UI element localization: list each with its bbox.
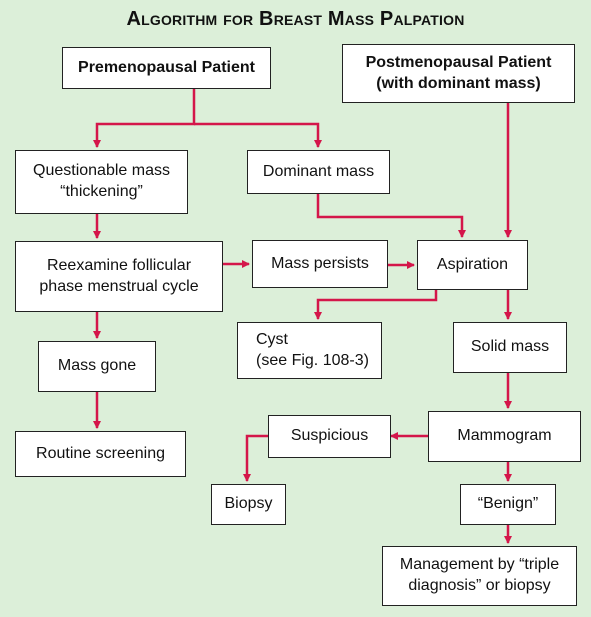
mass-persists-box: Mass persists xyxy=(252,240,388,288)
arrow-premenopausal-to-questionable xyxy=(93,89,196,148)
mass-gone-label: Mass gone xyxy=(57,357,137,375)
questionable-mass-box: Questionable mass “thickening” xyxy=(15,150,188,214)
routine-screening-box: Routine screening xyxy=(15,431,186,477)
arrow-suspicious-to-biopsy xyxy=(243,434,268,482)
management-label: Management by “triple diagnosis” or biop… xyxy=(399,556,560,594)
arrow-premenopausal-to-dominant xyxy=(194,122,322,148)
premenopausal-label: Premenopausal Patient xyxy=(78,58,255,76)
solid-mass-box: Solid mass xyxy=(453,322,567,373)
aspiration-box: Aspiration xyxy=(417,240,528,290)
cyst-box: Cyst (see Fig. 108-3) xyxy=(237,322,382,379)
benign-label: “Benign” xyxy=(477,495,539,513)
mammogram-label: Mammogram xyxy=(457,427,552,445)
dominant-mass-box: Dominant mass xyxy=(247,150,390,194)
postmenopausal-label: Postmenopausal Patient (with dominant ma… xyxy=(365,53,552,92)
suspicious-label: Suspicious xyxy=(290,427,369,445)
aspiration-label: Aspiration xyxy=(436,255,509,273)
reexamine-label: Reexamine follicular phase menstrual cyc… xyxy=(39,256,199,295)
mammogram-box: Mammogram xyxy=(428,411,581,462)
biopsy-label: Biopsy xyxy=(224,495,273,513)
arrow-aspiration-to-cyst xyxy=(314,290,438,320)
questionable-mass-label: Questionable mass “thickening” xyxy=(33,162,170,200)
benign-box: “Benign” xyxy=(460,484,556,525)
mass-gone-box: Mass gone xyxy=(38,341,156,392)
premenopausal-patient-box: Premenopausal Patient xyxy=(62,47,271,89)
mass-persists-label: Mass persists xyxy=(271,254,369,272)
management-box: Management by “triple diagnosis” or biop… xyxy=(382,546,577,606)
solid-mass-label: Solid mass xyxy=(470,338,550,356)
reexamine-box: Reexamine follicular phase menstrual cyc… xyxy=(15,241,223,312)
diagram-title: Algorithm for Breast Mass Palpation xyxy=(126,8,465,30)
suspicious-box: Suspicious xyxy=(268,415,391,458)
routine-screening-label: Routine screening xyxy=(36,444,165,462)
arrow-dominant-to-aspiration xyxy=(316,194,466,238)
cyst-label: Cyst (see Fig. 108-3) xyxy=(256,330,369,369)
dominant-mass-label: Dominant mass xyxy=(262,162,375,180)
biopsy-box: Biopsy xyxy=(211,484,286,525)
postmenopausal-patient-box: Postmenopausal Patient (with dominant ma… xyxy=(342,44,575,103)
